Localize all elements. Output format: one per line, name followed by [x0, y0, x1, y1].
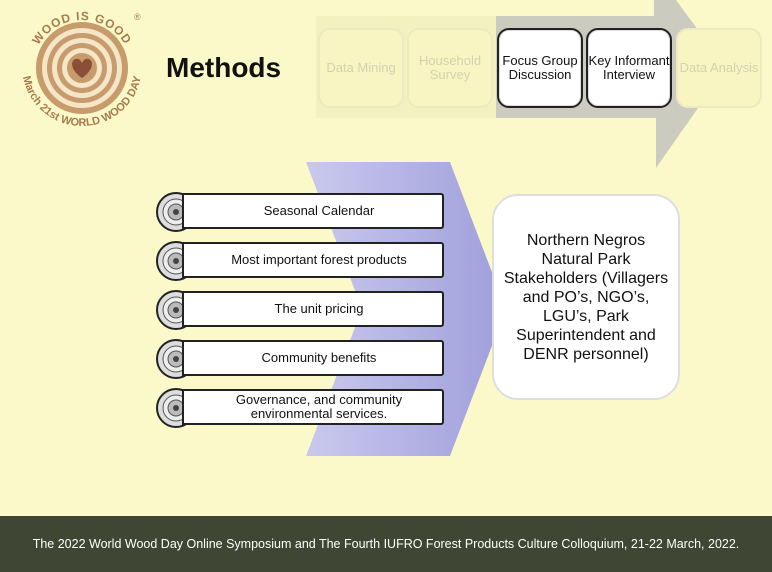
footer-text: The 2022 World Wood Day Online Symposium…	[32, 537, 740, 551]
footer-bar: The 2022 World Wood Day Online Symposium…	[0, 516, 772, 572]
item-label: The unit pricing	[182, 291, 444, 327]
item-label: Community benefits	[182, 340, 444, 376]
step-focus-group-discussion[interactable]: Focus Group Discussion	[497, 28, 583, 108]
item-label: Most important forest products	[182, 242, 444, 278]
step-data-analysis[interactable]: Data Analysis	[676, 28, 762, 108]
list-item: Seasonal Calendar	[156, 192, 448, 232]
world-wood-day-logo: WOOD IS GOOD March 21st WORLD WOOD DAY ®	[20, 9, 144, 129]
slide: WOOD IS GOOD March 21st WORLD WOOD DAY ®…	[19, 0, 762, 456]
list-item: Governance, and community environmental …	[156, 388, 448, 428]
list-item: The unit pricing	[156, 290, 448, 330]
item-label: Governance, and community environmental …	[182, 389, 444, 425]
step-data-mining[interactable]: Data Mining	[318, 28, 404, 108]
list-item: Most important forest products	[156, 241, 448, 281]
step-household-survey[interactable]: Household Survey	[407, 28, 493, 108]
heart-icon	[72, 58, 92, 78]
list-item: Community benefits	[156, 339, 448, 379]
item-label: Seasonal Calendar	[182, 193, 444, 229]
step-key-informant-interview[interactable]: Key Informant Interview	[586, 28, 672, 108]
page-title: Methods	[166, 52, 282, 83]
registered-mark: ®	[134, 12, 141, 22]
stakeholders-text: Northern Negros Natural Park Stakeholder…	[503, 231, 669, 363]
stakeholders-box: Northern Negros Natural Park Stakeholder…	[492, 194, 680, 400]
